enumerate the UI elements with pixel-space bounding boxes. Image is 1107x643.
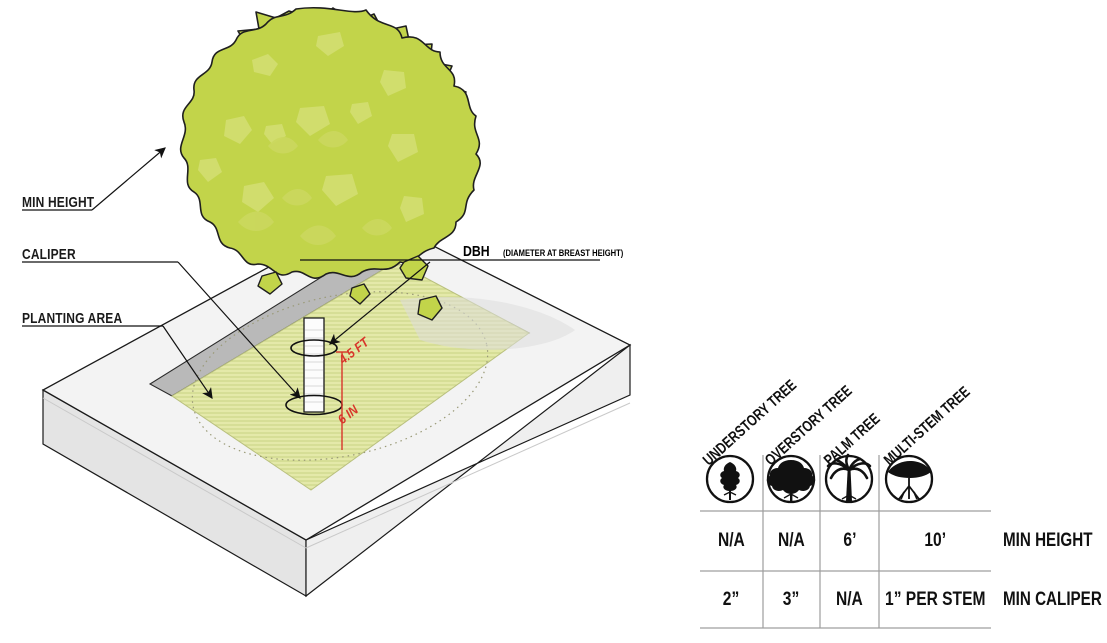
label-dbh-abbr: DBH	[463, 243, 490, 260]
leader-caliper	[177, 261, 301, 399]
row-label-min-height: MIN HEIGHT	[1003, 530, 1093, 551]
understory-tree-icon	[705, 454, 755, 504]
label-caliper: CALIPER	[22, 246, 76, 263]
cell-understory-min-height: N/A	[718, 530, 745, 551]
leader-planting-area	[162, 325, 213, 399]
dimension-line	[336, 351, 348, 450]
leader-min-height	[91, 147, 166, 211]
overstory-tree-icon	[766, 454, 816, 504]
dbh-ring	[290, 339, 338, 357]
tree-icons	[705, 453, 934, 504]
label-dbh-expansion: (DIAMETER AT BREAST HEIGHT)	[502, 248, 624, 259]
palm-tree-icon	[824, 453, 874, 504]
leader-lines	[22, 147, 600, 399]
tree-canopy	[179, 7, 481, 321]
cell-palm-min-caliper: N/A	[836, 588, 863, 610]
cell-palm-min-height: 6’	[842, 530, 856, 551]
cell-multi-stem-min-height: 10’	[924, 530, 946, 551]
label-min-height: MIN HEIGHT	[22, 194, 95, 211]
cell-understory-min-caliper: 2”	[723, 588, 740, 610]
planting-area-recess	[148, 247, 575, 491]
cell-multi-stem-min-caliper: 1” PER STEM	[884, 588, 986, 610]
label-planting-area: PLANTING AREA	[22, 310, 123, 327]
cell-overstory-min-height: N/A	[778, 530, 805, 551]
leader-dbh	[329, 261, 431, 345]
row-label-min-caliper: MIN CALIPER	[1003, 588, 1102, 610]
multi-stem-tree-icon	[884, 454, 934, 504]
cell-overstory-min-caliper: 3”	[783, 588, 800, 610]
label-dbh: DBH (DIAMETER AT BREAST HEIGHT)	[463, 243, 653, 261]
